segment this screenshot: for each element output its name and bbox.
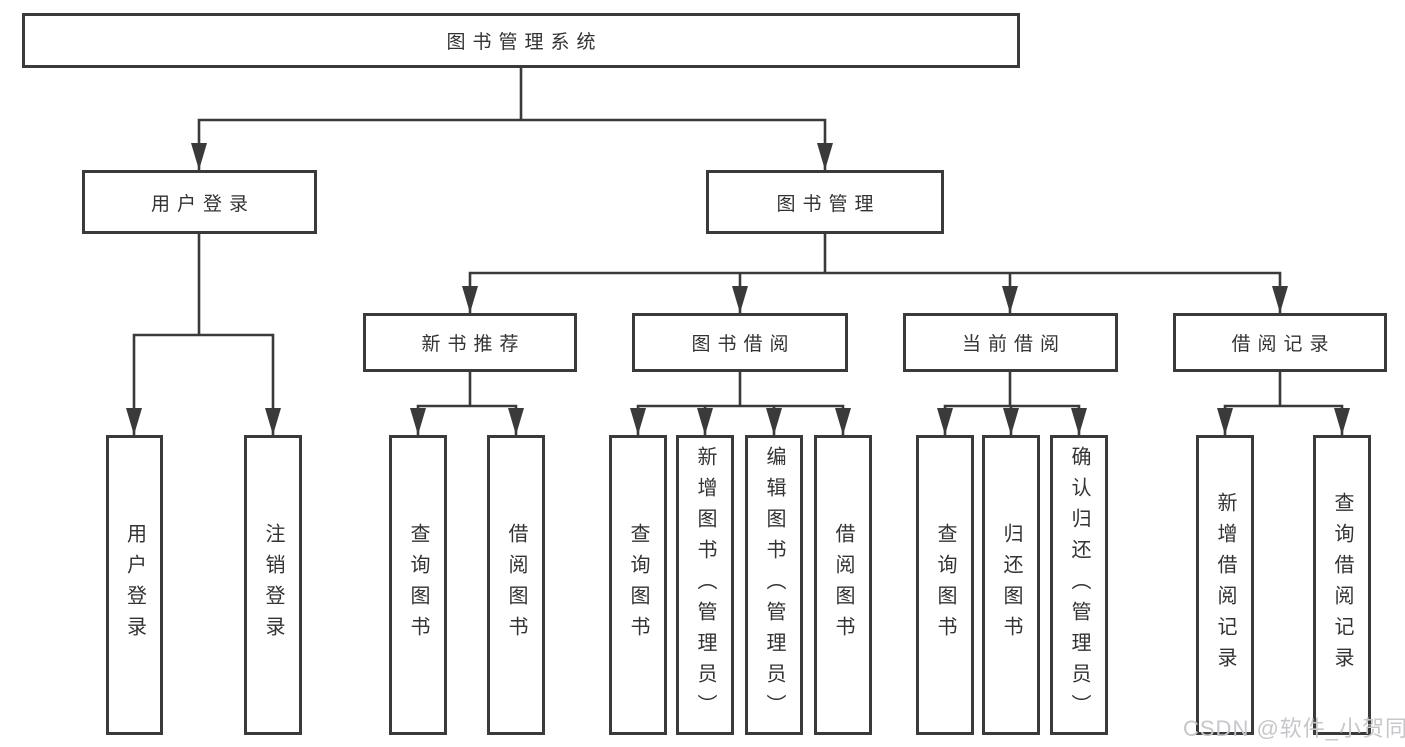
node-label: 查询图书 [934, 523, 956, 647]
node-leaf-return-books: 归还图书 [982, 435, 1040, 735]
node-book-borrow: 图书借阅 [632, 313, 848, 372]
node-leaf-user-login: 用户登录 [106, 435, 163, 735]
node-leaf-edit-books-admin: 编辑图书（管理员） [745, 435, 803, 735]
node-book-management: 图书管理 [706, 170, 944, 234]
node-label: 归还图书 [1000, 523, 1022, 647]
node-leaf-logout: 注销登录 [244, 435, 302, 735]
node-label: 借阅记录 [1231, 334, 1336, 355]
node-leaf-add-borrow-record: 新增借阅记录 [1196, 435, 1254, 735]
node-leaf-add-books-admin: 新增图书（管理员） [676, 435, 734, 735]
node-borrow-records: 借阅记录 [1173, 313, 1387, 372]
node-label: 用户登录 [150, 193, 255, 215]
node-label: 查询图书 [627, 523, 649, 647]
node-label: 编辑图书（管理员） [763, 445, 785, 725]
node-label: 新书推荐 [421, 334, 526, 355]
node-current-borrow: 当前借阅 [903, 313, 1118, 372]
node-label: 用户登录 [123, 523, 146, 647]
node-label: 当前借阅 [961, 334, 1066, 355]
node-label: 借阅图书 [832, 523, 854, 647]
node-label: 查询借阅记录 [1331, 492, 1353, 678]
node-label: 注销登录 [262, 523, 284, 647]
node-label: 图书借阅 [691, 334, 796, 355]
node-label: 借阅图书 [505, 523, 527, 647]
watermark-text: CSDN @软件_小贺同学 [1183, 716, 1405, 741]
node-label: 确认归还（管理员） [1068, 445, 1090, 725]
node-label: 图书管理系统 [446, 32, 603, 53]
arrowheads [126, 143, 1350, 435]
node-root-library-system: 图书管理系统 [22, 13, 1020, 68]
node-new-book-recommend: 新书推荐 [363, 313, 577, 372]
node-leaf-query-borrow-record: 查询借阅记录 [1313, 435, 1371, 735]
node-leaf-query-books-1: 查询图书 [389, 435, 447, 735]
node-leaf-confirm-return-admin: 确认归还（管理员） [1050, 435, 1108, 735]
node-leaf-query-books-3: 查询图书 [916, 435, 974, 735]
node-leaf-query-books-2: 查询图书 [609, 435, 667, 735]
node-label: 图书管理 [776, 193, 881, 215]
node-label: 新增借阅记录 [1214, 492, 1236, 678]
node-label: 查询图书 [407, 523, 429, 647]
node-leaf-borrow-books-1: 借阅图书 [487, 435, 545, 735]
node-leaf-borrow-books-2: 借阅图书 [814, 435, 872, 735]
node-user-login: 用户登录 [82, 170, 317, 234]
node-label: 新增图书（管理员） [694, 445, 716, 725]
